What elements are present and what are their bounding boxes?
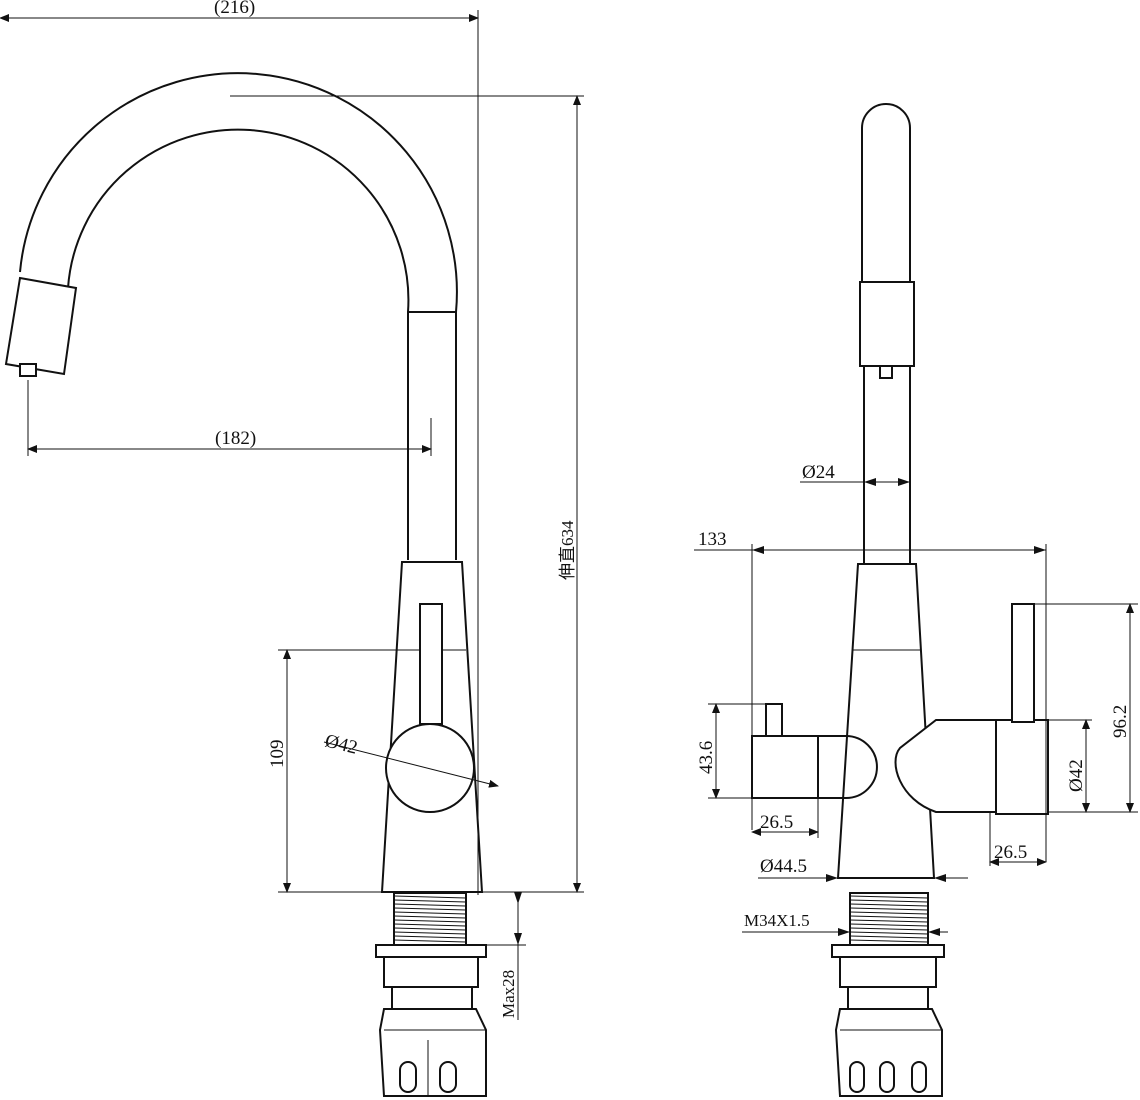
thread-line [393, 895, 467, 899]
thread-line [849, 907, 929, 911]
dim-spout-reach: (182) [27, 380, 432, 456]
label-spout-reach: (182) [215, 428, 256, 449]
thread-line [393, 939, 467, 943]
label-front-handle-height: 96.2 [1110, 705, 1131, 738]
thread-line [849, 895, 929, 899]
thread-line [849, 915, 929, 919]
front-view: Ø24 133 96.2 [694, 103, 1138, 1097]
thread-line [393, 935, 467, 939]
thread-line [849, 935, 929, 939]
thread-line [849, 899, 929, 903]
label-right-stub: 26.5 [994, 842, 1027, 863]
label-overall-height: 伸直634 [558, 520, 577, 580]
dim-max-counter: Max28 [486, 892, 526, 1020]
label-base-diameter: Ø44.5 [760, 856, 807, 877]
label-front-body-diameter: Ø42 [1066, 759, 1087, 792]
thread-line [849, 939, 929, 943]
dim-handle-height: 109 [267, 649, 402, 893]
thread-line [393, 899, 467, 903]
label-handle-height: 109 [267, 740, 288, 769]
dim-right-stub: 26.5 [989, 812, 1047, 866]
label-body-diameter: Ø42 [323, 730, 360, 758]
thread-line [849, 931, 929, 935]
label-left-stub: 26.5 [760, 812, 793, 833]
label-side-port-height: 43.6 [696, 741, 717, 774]
thread-line [849, 923, 929, 927]
thread-lines [393, 895, 467, 943]
dim-overall-height: 伸直634 [230, 95, 584, 893]
front-thread-lines [849, 895, 929, 943]
thread-line [849, 919, 929, 923]
thread-line [393, 903, 467, 907]
thread-line [849, 927, 929, 931]
front-body [751, 563, 1049, 879]
dim-spout-diameter: Ø24 [800, 462, 910, 486]
dim-front-body-diameter: Ø42 [1048, 719, 1092, 813]
thread-line [393, 931, 467, 935]
body [380, 561, 484, 893]
thread-line [393, 911, 467, 915]
dim-base-diameter: Ø44.5 [758, 856, 968, 882]
label-max-counter: Max28 [499, 970, 518, 1018]
dim-left-stub: 26.5 [751, 798, 819, 838]
dim-front-handle-height: 96.2 [1034, 603, 1138, 813]
front-shank [831, 892, 945, 1097]
spout [4, 72, 458, 560]
thread-line [849, 911, 929, 915]
thread-line [393, 927, 467, 931]
label-thread: M34X1.5 [744, 911, 810, 930]
thread-line [393, 923, 467, 927]
label-front-width: 133 [698, 529, 727, 550]
dim-side-port-height: 43.6 [696, 703, 766, 799]
dim-thread: M34X1.5 [742, 911, 948, 936]
thread-line [849, 903, 929, 907]
thread-line [393, 915, 467, 919]
front-spout [859, 103, 915, 564]
thread-line [393, 919, 467, 923]
dim-overall-width: (216) [0, 0, 479, 895]
label-spout-diameter: Ø24 [802, 462, 835, 483]
side-view: (216) (182) 伸直634 [0, 0, 584, 1097]
thread-line [393, 907, 467, 911]
label-overall-width: (216) [214, 0, 255, 18]
shank [375, 892, 487, 1097]
